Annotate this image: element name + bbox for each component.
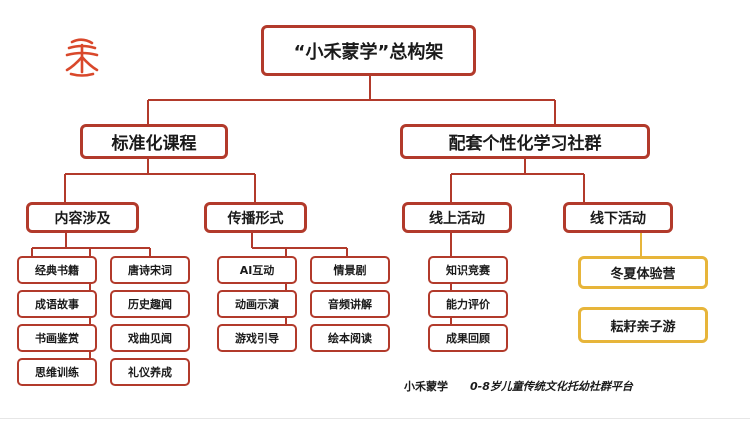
leaf-winter-summer-camp: 冬夏体验营 — [578, 256, 708, 289]
leaf-parent-child-trip: 耘耔亲子游 — [578, 307, 708, 343]
bottom-divider — [0, 418, 750, 419]
leaf-painting-appreciation: 书画鉴赏 — [17, 324, 97, 352]
root-node: “小禾蒙学”总构架 — [261, 25, 476, 76]
group-offline: 线下活动 — [563, 202, 673, 233]
leaf-thinking-training: 思维训练 — [17, 358, 97, 386]
leaf-picture-books: 绘本阅读 — [310, 324, 390, 352]
leaf-idiom-stories: 成语故事 — [17, 290, 97, 318]
leaf-audio: 音频讲解 — [310, 290, 390, 318]
leaf-animation: 动画示演 — [217, 290, 297, 318]
footer-tagline: 0-8岁儿童传统文化托幼社群平台 — [470, 380, 633, 393]
leaf-ability-evaluation: 能力评价 — [428, 290, 508, 318]
branch-standard-curriculum: 标准化课程 — [80, 124, 228, 159]
group-content: 内容涉及 — [26, 202, 139, 233]
leaf-classic-books: 经典书籍 — [17, 256, 97, 284]
group-online: 线上活动 — [402, 202, 512, 233]
leaf-knowledge-contest: 知识竞赛 — [428, 256, 508, 284]
leaf-tang-song-poetry: 唐诗宋词 — [110, 256, 190, 284]
footer-brand: 小禾蒙学 — [404, 380, 448, 393]
leaf-ai-interaction: AI互动 — [217, 256, 297, 284]
leaf-results-review: 成果回顾 — [428, 324, 508, 352]
leaf-history-anecdotes: 历史趣闻 — [110, 290, 190, 318]
leaf-opera-knowledge: 戏曲见闻 — [110, 324, 190, 352]
leaf-game-guidance: 游戏引导 — [217, 324, 297, 352]
leaf-etiquette: 礼仪养成 — [110, 358, 190, 386]
leaf-drama: 情景剧 — [310, 256, 390, 284]
seal-logo-icon — [65, 38, 99, 77]
group-delivery: 传播形式 — [204, 202, 307, 233]
footer-caption: 小禾蒙学 0-8岁儿童传统文化托幼社群平台 — [404, 378, 633, 394]
branch-community: 配套个性化学习社群 — [400, 124, 650, 159]
